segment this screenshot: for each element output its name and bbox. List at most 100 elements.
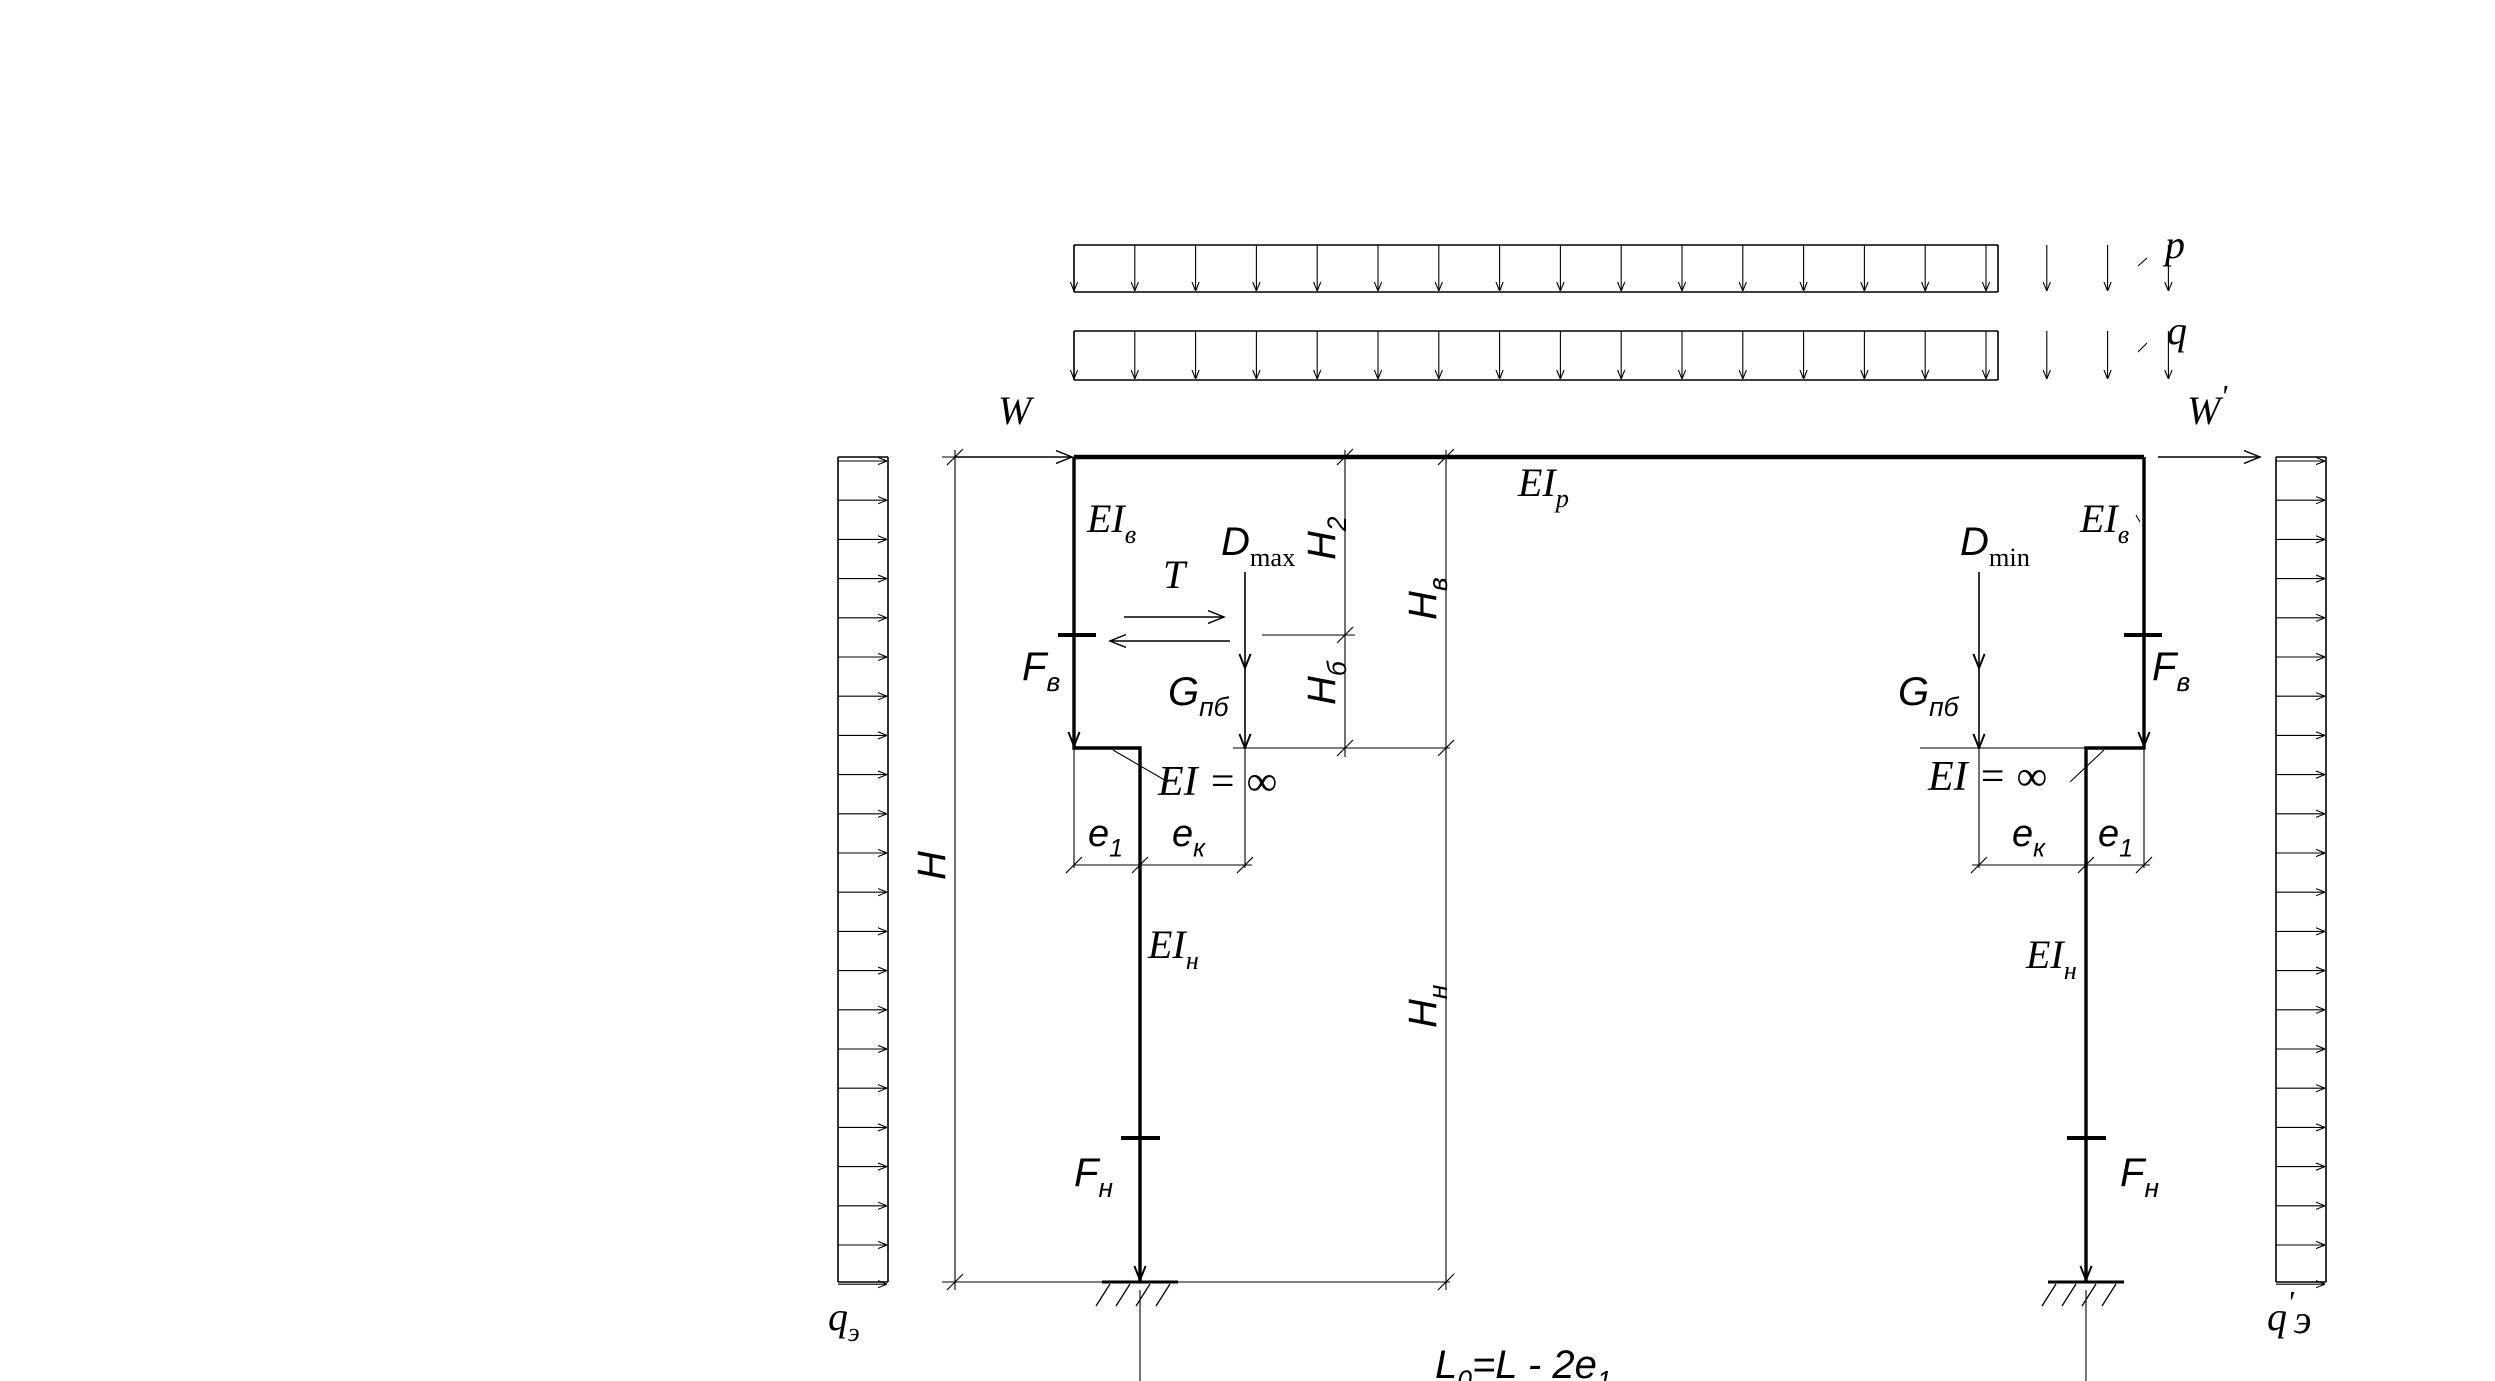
label-qe-left: qэ	[828, 1294, 860, 1347]
label-Dmin: Dmin	[1960, 520, 2030, 572]
label-qe-right: q'э	[2267, 1284, 2311, 1342]
label-part-G: G	[1168, 670, 1199, 714]
label-part-sub-max: max	[1250, 542, 1295, 572]
label-p: p	[2162, 222, 2185, 267]
dimension-tick	[1437, 739, 1455, 757]
label-part-sub-b: б	[1322, 660, 1352, 676]
label-part-H: H	[1300, 531, 1344, 560]
label-part-T: T	[1163, 552, 1188, 597]
portal-frame	[1058, 454, 2162, 1307]
label-ek-right: eк	[2012, 813, 2046, 863]
label-e1-right: e1	[2098, 813, 2133, 863]
label-Fn-right: Fн	[2120, 1151, 2159, 1203]
label-part-span: L	[1435, 1343, 1457, 1381]
label-Hv: Hв	[1401, 577, 1453, 620]
label-W: W	[998, 388, 1035, 433]
label-H2: H2	[1300, 516, 1352, 560]
support-hatch	[1135, 1283, 1151, 1307]
label-part-sub-1: 1	[1109, 835, 1123, 863]
label-T: T	[1163, 552, 1188, 597]
label-part-e: e	[1172, 813, 1193, 855]
label-part-e: e	[2012, 813, 2033, 855]
label-W-prime: W'	[2187, 378, 2228, 433]
leader-q	[2137, 342, 2148, 353]
dimension-tick	[1065, 856, 1083, 874]
label-part-EI: EI	[2025, 932, 2065, 977]
leader-inf-left	[1112, 749, 1169, 783]
label-part-sub-e: э	[2294, 1297, 2312, 1342]
label-part-F: F	[1074, 1151, 1101, 1195]
left-column	[1072, 457, 1142, 1282]
label-e1-left: e1	[1088, 813, 1123, 863]
label-part-sub-2: 2	[1322, 516, 1352, 532]
label-part-sub-n: н	[1423, 985, 1453, 1000]
support-hatch	[1095, 1283, 1111, 1307]
label-G-left: Gпб	[1168, 670, 1230, 722]
dimension-tick	[1336, 626, 1354, 644]
label-part-q: q	[2167, 308, 2187, 353]
label-part-sub-1: 1	[2119, 835, 2133, 863]
label-part-sub-pb: пб	[1199, 692, 1230, 722]
label-part-sub-v: в	[2176, 667, 2190, 697]
dimension-tick	[1437, 1273, 1455, 1291]
label-part-sub-n: н	[2064, 955, 2077, 985]
label-EI-infinity-left: EI = ∞	[1157, 759, 1277, 805]
label-Hb: Hб	[1300, 660, 1352, 705]
label-part-sub-v: в	[1125, 519, 1136, 549]
dimension-lines	[942, 448, 2153, 1381]
label-part-e: e	[2098, 813, 2119, 855]
dimension-tick	[2135, 856, 2153, 874]
label-part-EI: EI	[1147, 922, 1187, 967]
point-forces	[955, 449, 2262, 1283]
label-part-EI: EI	[1517, 460, 1557, 505]
label-EI-girder: EIр	[1517, 460, 1569, 513]
label-Fv-right: Fв	[2152, 645, 2190, 697]
support-hatch	[1115, 1283, 1131, 1307]
label-part-prime-mark: '	[2287, 1284, 2295, 1320]
label-part-span-rest: =L - 2e	[1472, 1343, 1597, 1381]
label-part-q-e: q	[828, 1294, 848, 1339]
wind-load-right	[2275, 456, 2327, 1284]
label-part-sub-k: к	[2033, 835, 2046, 863]
label-EI-infinity-right: EI = ∞	[1927, 754, 2047, 800]
label-part-q-e: q	[2267, 1294, 2287, 1339]
label-G-right: Gпб	[1898, 670, 1960, 722]
label-part-F: F	[1022, 645, 1049, 689]
label-part-sub-n: н	[1186, 945, 1199, 975]
label-span-L0: L0=L - 2e1	[1435, 1343, 1612, 1381]
label-part-sub-min: min	[1989, 542, 2030, 572]
label-part-W-prime: W	[2187, 388, 2224, 433]
label-EI-upper-right: EIв	[2079, 496, 2129, 549]
label-part-sub-n: н	[2144, 1173, 2159, 1203]
label-part-prime-mark: '	[2220, 378, 2228, 414]
label-EI-lower-right: EIн	[2025, 932, 2077, 985]
label-Fn-left: Fн	[1074, 1151, 1113, 1203]
label-part-EI: EI	[1086, 496, 1126, 541]
label-part-W: W	[998, 388, 1035, 433]
label-EI-lower-left: EIн	[1147, 922, 1199, 975]
label-part-sub-r: р	[1554, 483, 1569, 513]
label-H: H	[910, 851, 954, 880]
label-part-eq-inf: EI = ∞	[1927, 754, 2047, 800]
dimension-tick	[1336, 739, 1354, 757]
label-q: q	[2167, 308, 2187, 353]
roof-load-q	[1074, 330, 2168, 381]
label-part-eq-inf: EI = ∞	[1157, 759, 1277, 805]
dimension-tick	[1236, 856, 1254, 874]
label-part-sub-v: в	[2118, 519, 2129, 549]
label-part-H: H	[1401, 999, 1445, 1028]
leader-p	[2137, 257, 2148, 267]
label-part-p: p	[2162, 222, 2185, 267]
label-part-sub-0: 0	[1457, 1365, 1472, 1381]
support-hatch	[2081, 1283, 2097, 1307]
label-part-H: H	[910, 851, 954, 880]
label-EI-upper-left: EIв	[1086, 496, 1136, 549]
label-part-EI: EI	[2079, 496, 2119, 541]
label-part-F: F	[2120, 1151, 2147, 1195]
leader-inf-right	[2069, 749, 2105, 783]
label-part-sub-v: в	[1046, 667, 1060, 697]
label-part-sub-pb: пб	[1929, 692, 1960, 722]
